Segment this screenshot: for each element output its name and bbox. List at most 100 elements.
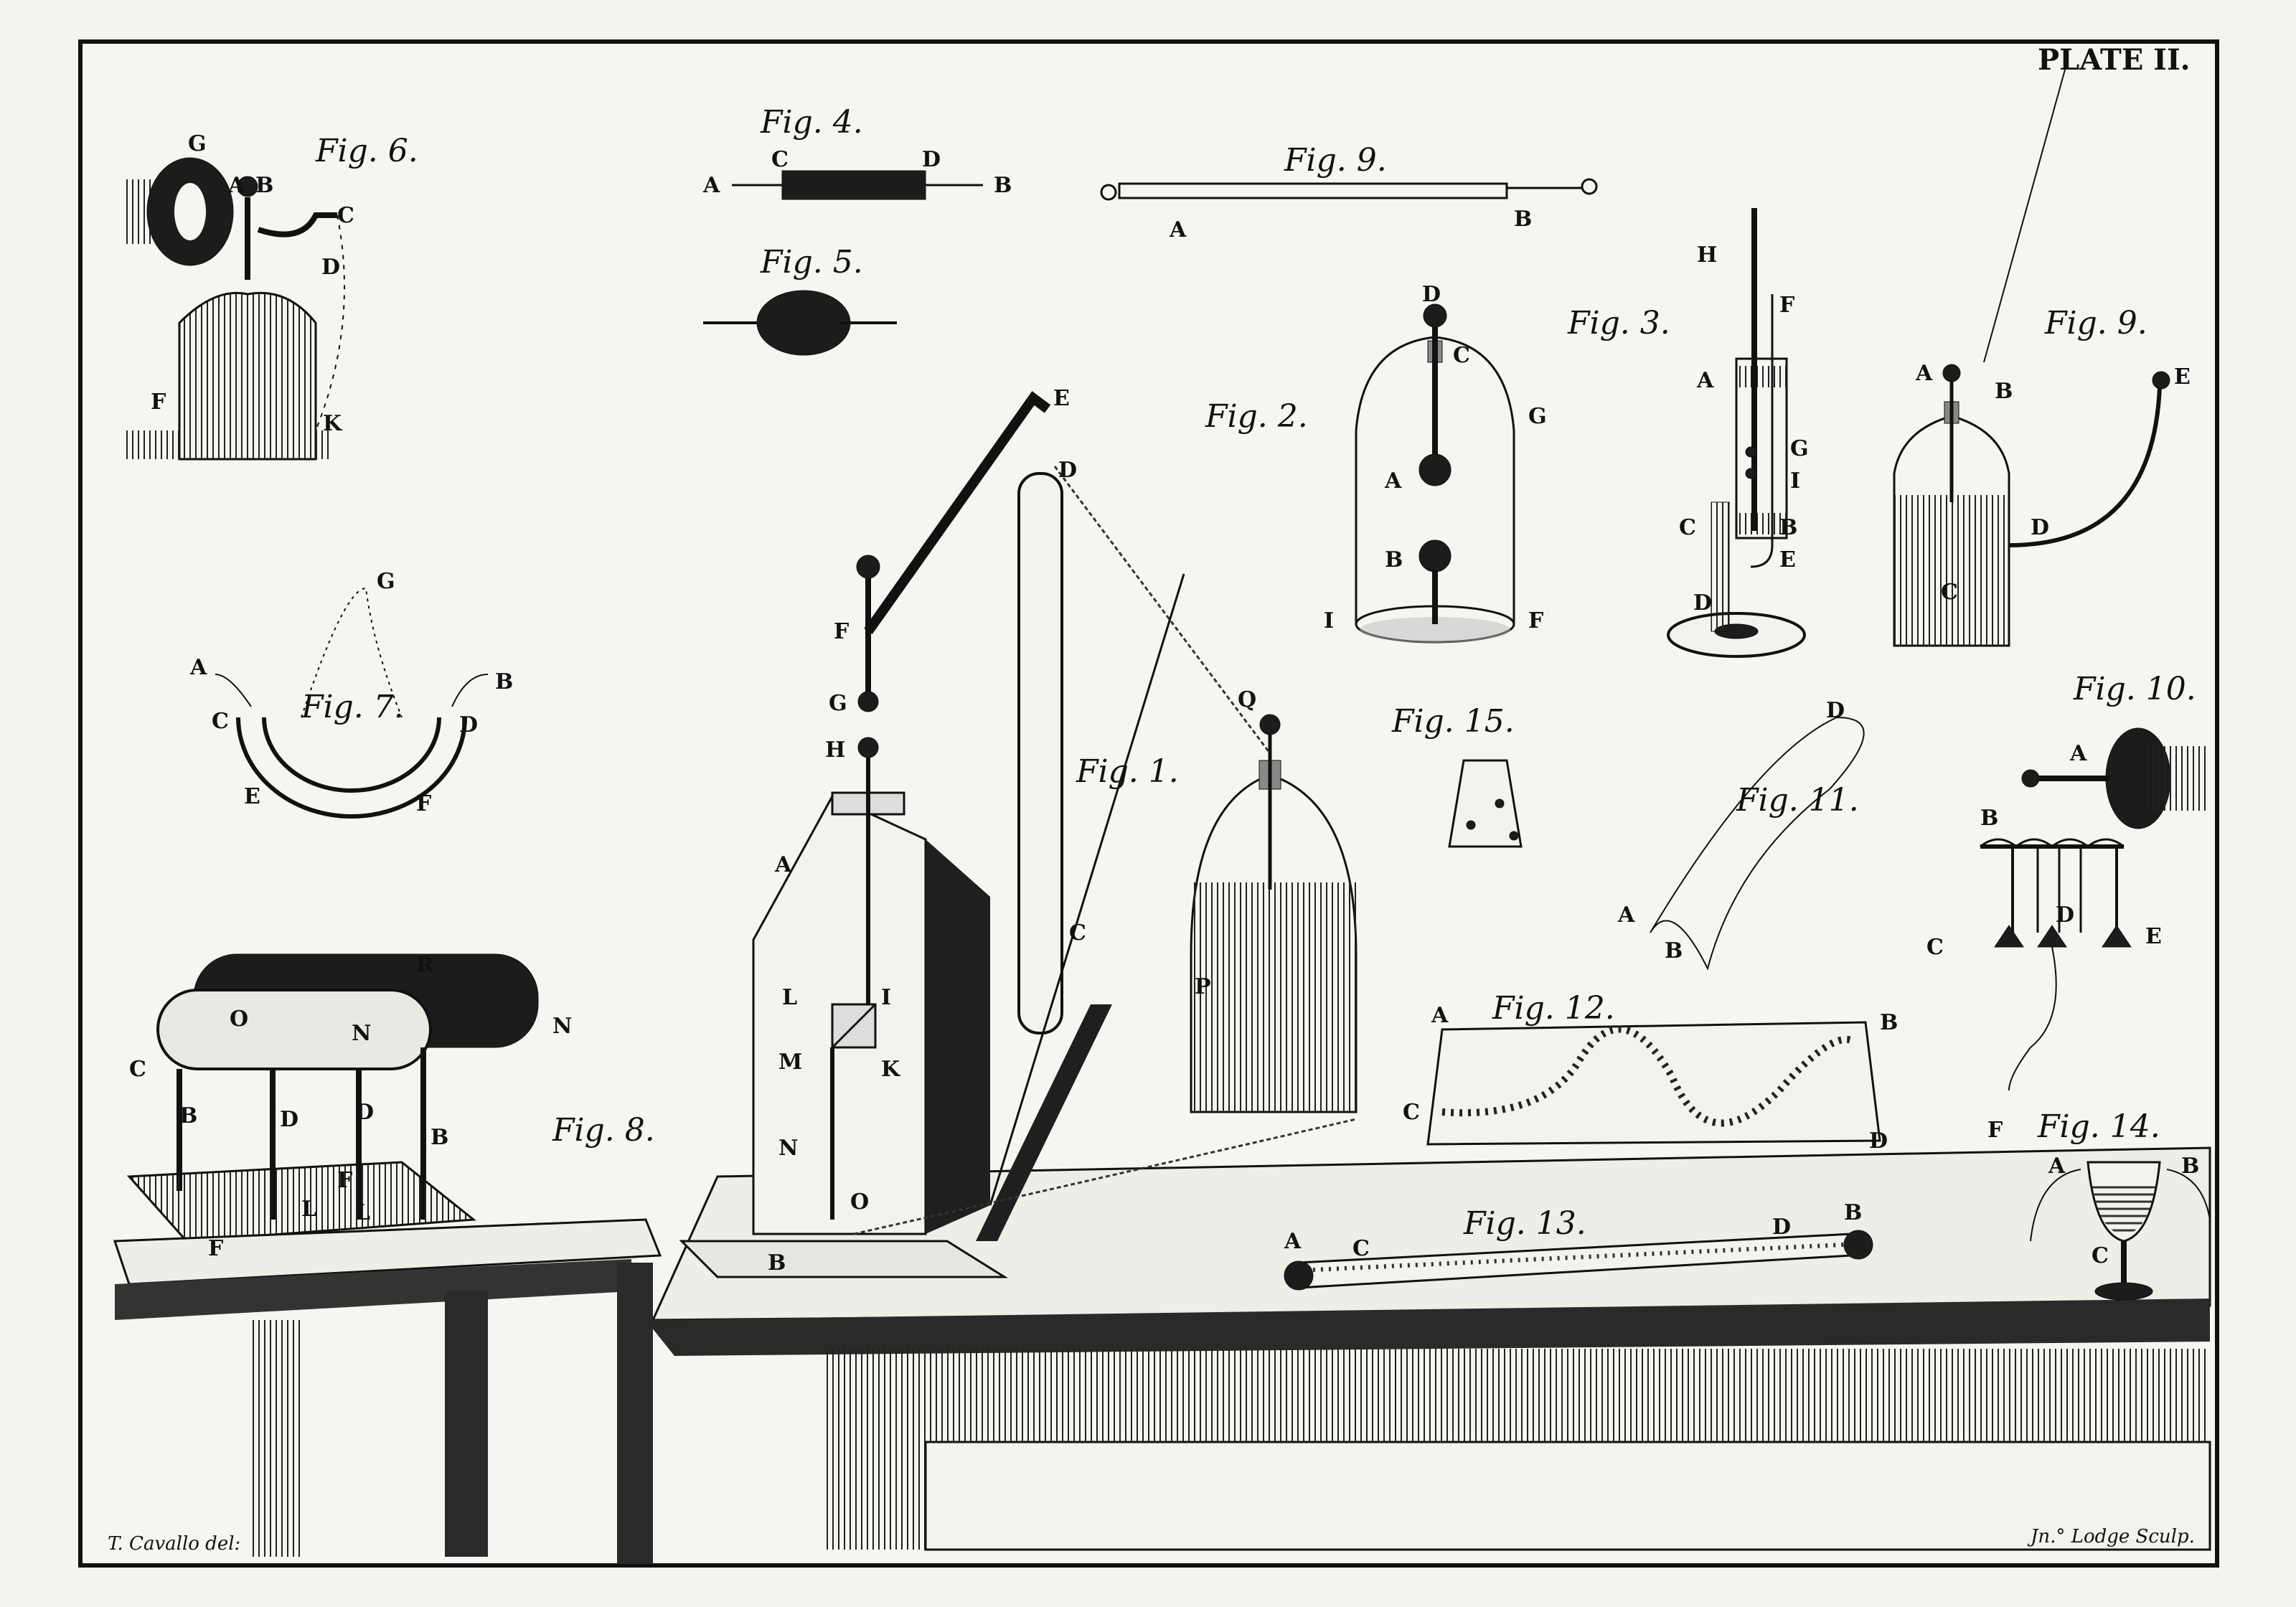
- fig8-label: L: [355, 1200, 370, 1225]
- fig6-label: K: [323, 411, 342, 436]
- fig1-label: I: [881, 985, 891, 1010]
- fig1-label: D: [1058, 458, 1077, 483]
- fig8-label: B: [179, 1103, 197, 1128]
- fig3-label: B: [1779, 515, 1797, 540]
- fig2-bell-jar: [1355, 303, 1515, 644]
- fig14-title: Fig. 14.: [2037, 1108, 2160, 1145]
- fig14-label: B: [2181, 1154, 2199, 1179]
- fig11-title: Fig. 11.: [1736, 782, 1859, 819]
- fig9b-label: E: [2174, 364, 2191, 390]
- fig9-jar: [1893, 64, 2170, 647]
- table: [646, 1146, 2211, 1551]
- fig1-apparatus: [679, 391, 1358, 1278]
- fig2-label: A: [1384, 468, 1402, 494]
- fig1-label: G: [829, 691, 847, 716]
- fig3-label: G: [1790, 436, 1809, 461]
- fig3-label: F: [1779, 293, 1794, 318]
- fig8-label: B: [430, 1125, 448, 1150]
- fig2-label: F: [1528, 608, 1543, 633]
- fig13-label: C: [1352, 1236, 1370, 1261]
- fig12-label: B: [1880, 1010, 1898, 1035]
- fig6-apparatus: [122, 157, 345, 461]
- fig14-label: C: [2092, 1243, 2109, 1268]
- fig13-label: A: [1284, 1229, 1302, 1254]
- fig11-label: A: [1617, 903, 1635, 928]
- fig10-label: C: [1926, 935, 1944, 960]
- fig6-label: F: [151, 390, 166, 415]
- fig1-label: K: [881, 1057, 900, 1082]
- fig6-label: B: [255, 173, 273, 198]
- fig8-label: N: [552, 1014, 572, 1039]
- fig2-title: Fig. 2.: [1205, 398, 1308, 435]
- fig1-label: N: [778, 1136, 798, 1161]
- fig1-label: H: [825, 737, 845, 763]
- fig9a-label: A: [1169, 217, 1187, 242]
- fig11-label: B: [1665, 938, 1683, 963]
- fig9b-label: D: [2031, 515, 2049, 540]
- fig2-label: G: [1528, 404, 1547, 429]
- fig7-label: C: [212, 709, 229, 734]
- fig12-label: C: [1403, 1100, 1420, 1125]
- fig8-label: C: [129, 1057, 146, 1082]
- fig7-title: Fig. 7.: [301, 689, 404, 725]
- fig1-label: E: [1053, 386, 1070, 411]
- fig2-label: C: [1453, 343, 1470, 368]
- fig10-apparatus: [1980, 727, 2210, 1091]
- fig2-label: I: [1324, 608, 1334, 633]
- fig3-label: C: [1679, 515, 1696, 540]
- fig1-label: M: [778, 1050, 802, 1075]
- fig7-label: A: [189, 655, 207, 680]
- fig8-label: R: [416, 953, 435, 978]
- fig8-machine: [113, 953, 662, 1564]
- fig4-label: A: [702, 173, 720, 198]
- fig10-title: Fig. 10.: [2073, 671, 2196, 707]
- fig14-label: A: [2048, 1154, 2066, 1179]
- fig1-label: C: [1069, 920, 1086, 946]
- fig8-label: F: [337, 1168, 352, 1193]
- fig1-title: Fig. 1.: [1076, 753, 1179, 790]
- fig6-label: D: [321, 255, 340, 280]
- fig7-label: B: [495, 669, 513, 694]
- fig1-label: P: [1195, 974, 1211, 999]
- fig13-label: B: [1844, 1200, 1862, 1225]
- fig1-label: L: [782, 985, 797, 1010]
- fig9a-title: Fig. 9.: [1284, 142, 1387, 179]
- fig3-label: D: [1693, 590, 1712, 616]
- fig5-drawing: [703, 290, 897, 356]
- fig12-plate: [1426, 1021, 1881, 1146]
- fig9-tube: [1100, 178, 1598, 201]
- fig3-label: A: [1696, 368, 1714, 393]
- fig12-title: Fig. 12.: [1492, 990, 1615, 1027]
- fig1-label: O: [850, 1189, 869, 1215]
- fig13-title: Fig. 13.: [1463, 1205, 1586, 1242]
- fig7-label: G: [377, 569, 395, 594]
- plate-title: PLATE II.: [2038, 43, 2191, 77]
- credit-right: Jn.° Lodge Sculp.: [2027, 1526, 2195, 1547]
- fig13-label: D: [1772, 1215, 1791, 1240]
- fig4-title: Fig. 4.: [760, 104, 863, 141]
- fig8-label: D: [355, 1100, 374, 1125]
- fig8-label: F: [208, 1236, 223, 1261]
- fig6-label: C: [337, 203, 354, 228]
- fig14-glass: [2030, 1161, 2211, 1301]
- fig8-label: O: [230, 1007, 248, 1032]
- fig2-label: B: [1385, 547, 1403, 572]
- fig8-label: L: [301, 1197, 316, 1222]
- fig6-label: A: [227, 173, 245, 198]
- fig6-label: G: [188, 131, 207, 156]
- fig15-title: Fig. 15.: [1391, 703, 1515, 740]
- fig11-label: D: [1826, 698, 1845, 723]
- fig5-title: Fig. 5.: [760, 244, 863, 281]
- fig7-label: F: [416, 791, 431, 816]
- fig1-label: F: [834, 619, 849, 644]
- fig10-label: F: [1987, 1118, 2003, 1143]
- fig4-label: B: [994, 173, 1012, 198]
- credit-left: T. Cavallo del:: [108, 1533, 240, 1555]
- fig7-label: E: [244, 784, 260, 809]
- fig8-label: D: [280, 1107, 298, 1132]
- fig2-label: D: [1422, 282, 1441, 307]
- fig3-label: H: [1697, 242, 1717, 268]
- fig11-curve: [1650, 716, 1865, 971]
- fig15-cup: [1448, 759, 1523, 848]
